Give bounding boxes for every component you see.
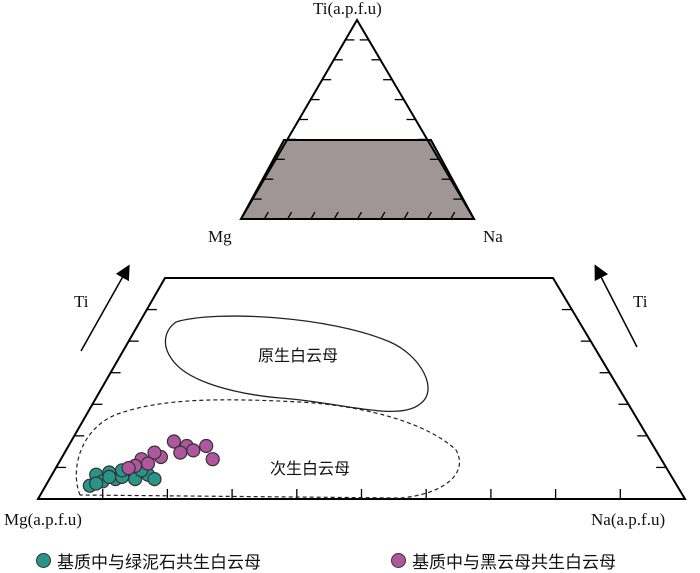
data-points xyxy=(82,434,220,493)
secondary-muscovite-field xyxy=(75,399,461,499)
inset-right-label: Na xyxy=(483,227,503,246)
inset-base-tick xyxy=(450,211,456,220)
legend-swatch-chlorite xyxy=(36,553,51,568)
inset-base-tick xyxy=(333,211,339,220)
main-ticks xyxy=(56,308,667,499)
biotite-series-point xyxy=(147,445,162,460)
chlorite-series-point xyxy=(147,472,162,487)
legend-item-chlorite: 基质中与绿泥石共生白云母 xyxy=(36,548,261,573)
biotite-series-point xyxy=(186,443,201,458)
inset-base-tick xyxy=(287,211,293,220)
inset-base-tick xyxy=(380,211,386,220)
arrow-label-left: Ti xyxy=(74,292,89,311)
inset-triangle xyxy=(239,18,476,220)
primary-muscovite-field xyxy=(164,315,429,413)
main-trapezoid xyxy=(36,277,687,500)
ti-arrow-right xyxy=(594,264,638,348)
axis-right-label: Na(a.p.f.u) xyxy=(591,510,666,529)
legend-item-biotite: 基质中与黑云母共生白云母 xyxy=(391,548,616,573)
inset-base-tick xyxy=(426,211,432,220)
legend-label-biotite: 基质中与黑云母共生白云母 xyxy=(412,553,616,573)
arrow-label-right: Ti xyxy=(633,292,648,311)
inset-ticks xyxy=(252,39,463,220)
chlorite-series-point xyxy=(102,469,117,484)
legend-label-chlorite: 基质中与绿泥石共生白云母 xyxy=(57,553,261,573)
inset-base-tick xyxy=(310,211,316,220)
ti-arrow-left xyxy=(80,264,130,352)
trapezoid-outline xyxy=(36,277,687,500)
inset-base-tick xyxy=(403,211,409,220)
biotite-series-point xyxy=(199,438,214,454)
secondary-field-label: 次生白云母 xyxy=(270,459,351,478)
axis-left-label: Mg(a.p.f.u) xyxy=(4,510,82,529)
inset-left-label: Mg xyxy=(208,227,232,246)
inset-apex-label: Ti(a.p.f.u) xyxy=(313,0,382,18)
inset-base-tick xyxy=(263,211,269,220)
legend-swatch-biotite xyxy=(391,553,406,568)
inset-shaded-region xyxy=(239,139,476,220)
biotite-series-point xyxy=(173,445,188,460)
biotite-series-point xyxy=(166,434,181,449)
chlorite-series-point xyxy=(89,476,104,491)
primary-field-label: 原生白云母 xyxy=(258,346,339,365)
biotite-series-point xyxy=(205,452,220,467)
biotite-series-point xyxy=(121,461,136,476)
inset-base-tick xyxy=(356,211,363,220)
